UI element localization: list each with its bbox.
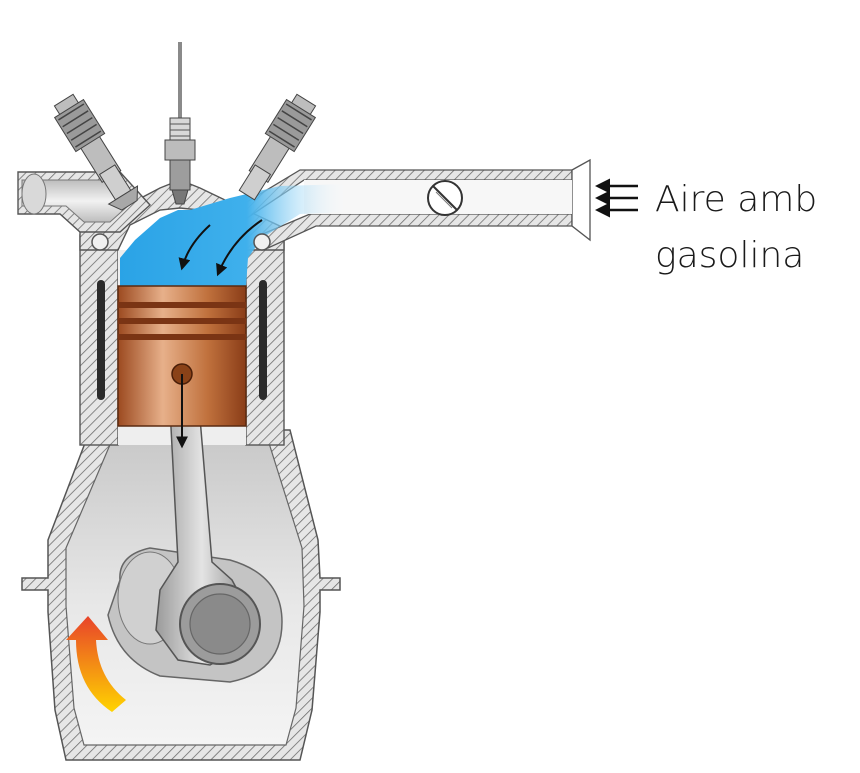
intake-label-line-1: Aire amb (655, 179, 818, 220)
flow-arrows (178, 219, 263, 277)
throttle-valve-icon (427, 180, 463, 216)
fuel-air-charge (120, 184, 350, 286)
spark-plug-icon (164, 42, 196, 205)
rotation-arrow-icon (66, 616, 126, 712)
intake-label: Aire amb gasolina (655, 172, 855, 284)
inflow-arrows-icon (595, 178, 638, 218)
head-bolt-icon (91, 233, 109, 251)
intake-label-line-2: gasolina (655, 235, 805, 276)
intake-valve-icon (238, 93, 317, 201)
exhaust-valve-icon (53, 93, 139, 211)
head-bolt-icon (253, 233, 271, 251)
